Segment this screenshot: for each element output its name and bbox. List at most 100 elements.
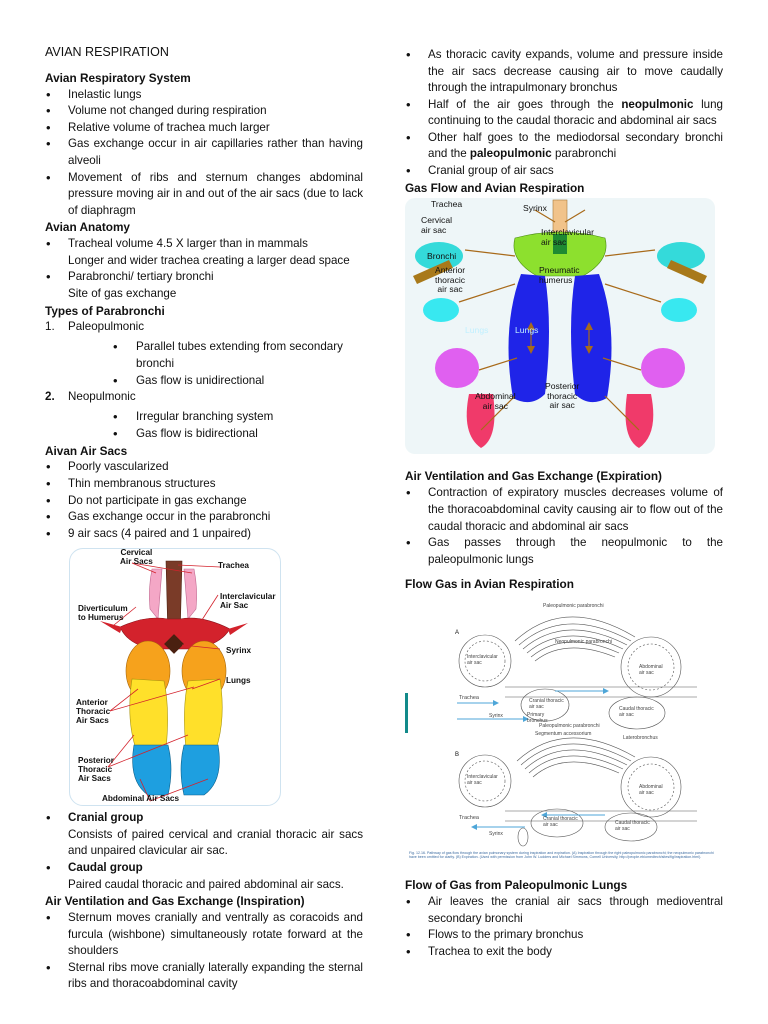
label-bronchi: Bronchi (427, 251, 457, 262)
paleopulmonic-flow-list: Air leaves the cranial air sacs through … (405, 893, 723, 961)
list-item: Cranial group Consists of paired cervica… (45, 809, 363, 860)
label-cranial-b: Cranial thoracic air sac (543, 816, 578, 828)
label-paleo-b: Paleopulmonic parabronchi (539, 723, 600, 730)
label-syrinx-a: Syrinx (489, 713, 503, 720)
item-label: Paleopulmonic (68, 320, 145, 334)
label-primary-a: Primary bronchus (527, 712, 548, 724)
left-column: AVIAN RESPIRATION Avian Respiratory Syst… (45, 44, 363, 993)
label-anterior: Anterior thoracic air sac (435, 265, 466, 294)
air-sac-groups-list: Cranial group Consists of paired cervica… (45, 809, 363, 893)
label-cervical: Cervical air sac (421, 215, 453, 235)
sub-list-item: Gas flow is bidirectional (68, 425, 363, 444)
group-label: Cranial group (68, 811, 144, 825)
list-item: Gas passes through the neopulmonic to th… (405, 534, 723, 568)
numbered-item: 1. Paleopulmonic Parallel tubes extendin… (45, 319, 363, 391)
section-heading-flow-gas: Flow Gas in Avian Respiration (405, 577, 574, 592)
item-number: 1. (45, 320, 55, 334)
flow-gas-illustration (405, 616, 697, 847)
inspiration-list: Sternum moves cranially and ventrally as… (45, 909, 363, 993)
list-item: Cranial group of air sacs (405, 162, 723, 180)
label-trachea: Trachea (218, 561, 249, 571)
list-item-text: Parabronchi/ tertiary bronchi (68, 270, 214, 284)
list-item: Do not participate in gas exchange (45, 492, 363, 510)
label-caudal-b: Caudal thoracic air sac (615, 820, 650, 832)
label-paleo-a: Paleopulmonic parabronchi (543, 603, 604, 610)
list-item: Parabronchi/ tertiary bronchi Site of ga… (45, 268, 363, 302)
item-label: Neopulmonic (68, 390, 136, 404)
label-trachea: Trachea (431, 199, 463, 210)
page-title: AVIAN RESPIRATION (45, 45, 169, 59)
label-syrinx-b: Syrinx (489, 831, 503, 838)
label-interclav-a: Interclavicular air sac (467, 654, 498, 666)
label-lungs: Lungs (226, 676, 251, 686)
label-pneumatic: Pneumatic humerus (539, 265, 580, 285)
label-interclavicular: Interclavicular air sac (541, 227, 595, 247)
list-item: Inelastic lungs (45, 86, 363, 104)
anatomy-list: Tracheal volume 4.5 X larger than in mam… (45, 235, 363, 302)
section-heading-inspiration: Air Ventilation and Gas Exchange (Inspir… (45, 894, 305, 909)
section-heading-paleopulmonic-flow: Flow of Gas from Paleopulmonic Lungs (405, 878, 628, 893)
flow-gas-diagram: A B Paleopulmonic parabronchi Neopulmoni… (405, 601, 723, 873)
list-item: Movement of ribs and sternum changes abd… (45, 169, 363, 220)
group-description: Paired caudal thoracic and paired abdomi… (68, 877, 344, 891)
list-item: Gas exchange occur in air capillaries ra… (45, 135, 363, 169)
section-heading-gas-flow: Gas Flow and Avian Respiration (405, 180, 585, 195)
label-abdominal: Abdominal Air Sacs (102, 794, 180, 804)
list-item: Other half goes to the mediodorsal secon… (405, 129, 723, 163)
text-fragment: Half of the air goes through the (428, 97, 622, 111)
list-item: Air leaves the cranial air sacs through … (405, 893, 723, 927)
section-heading-anatomy: Avian Anatomy (45, 220, 130, 235)
air-sacs-diagram: Cervical Air Sacs Trachea Diverticulum t… (69, 548, 281, 807)
sub-list-item: Gas flow is unidirectional (68, 372, 363, 391)
list-item-text: Tracheal volume 4.5 X larger than in mam… (68, 237, 308, 251)
label-cranial-a: Cranial thoracic air sac (529, 698, 564, 710)
list-item: Caudal group Paired caudal thoracic and … (45, 859, 363, 893)
label-cervical: Cervical Air Sacs (120, 548, 153, 566)
respiratory-system-list: Inelastic lungs Volume not changed durin… (45, 86, 363, 220)
parabronchi-list: 1. Paleopulmonic Parallel tubes extendin… (45, 319, 363, 444)
section-heading-respiratory-system: Avian Respiratory System (45, 70, 191, 85)
text-fragment: Other half goes to the mediodorsal secon… (428, 130, 723, 161)
inspiration-continued-list: As thoracic cavity expands, volume and p… (405, 46, 724, 180)
section-heading-expiration: Air Ventilation and Gas Exchange (Expira… (405, 469, 662, 484)
label-laterobronchus: Laterobronchus (623, 735, 658, 742)
list-item: Contraction of expiratory muscles decrea… (405, 484, 723, 535)
gas-flow-illustration (413, 200, 707, 449)
label-interclav-b: Interclavicular air sac (467, 774, 498, 786)
group-label: Caudal group (68, 861, 143, 875)
list-item: Trachea to exit the body (405, 943, 723, 961)
label-posterior: Posterior thoracic air sac (545, 381, 580, 410)
list-item-subtext: Longer and wider trachea creating a larg… (68, 253, 350, 267)
label-lungs-right: Lungs (515, 325, 539, 336)
text-fragment-bold: paleopulmonic (469, 147, 552, 161)
label-trachea-a: Trachea (459, 695, 479, 702)
figure-caption: Fig. 12.16. Pathway of gas flow through … (409, 851, 714, 860)
label-abdominal: Abdominal air sac (475, 391, 516, 411)
list-item: Gas exchange occur in the parabronchi (45, 508, 363, 526)
item-number: 2. (45, 390, 55, 404)
section-heading-parabronchi: Types of Parabronchi (45, 303, 165, 318)
label-interclavicular: Interclavicular Air Sac (220, 592, 276, 610)
label-trachea-b: Trachea (459, 815, 479, 822)
label-posterior-thoracic: Posterior Thoracic Air Sacs (78, 756, 114, 783)
sub-list: Parallel tubes extending from secondary … (68, 338, 363, 391)
text-fragment: lung continuing to the caudal thoracic a… (428, 97, 724, 128)
list-item: Sternum moves cranially and ventrally as… (45, 909, 363, 960)
label-lungs-left: Lungs (465, 325, 489, 336)
label-abdominal-b: Abdominal air sac (639, 784, 663, 796)
sub-list-item: Parallel tubes extending from secondary … (68, 338, 363, 373)
list-item: Volume not changed during respiration (45, 102, 363, 120)
group-description: Consists of paired cervical and cranial … (68, 827, 363, 858)
label-diverticulum: Diverticulum to Humerus (78, 604, 128, 622)
list-item: Half of the air goes through the neopulm… (405, 96, 724, 130)
list-item: Sternal ribs move cranially laterally ex… (45, 959, 363, 993)
label-syrinx: Syrinx (226, 646, 252, 656)
list-item: Flows to the primary bronchus (405, 926, 723, 944)
panel-b-label: B (455, 752, 460, 759)
list-item-subtext: Site of gas exchange (68, 286, 177, 300)
list-item: Thin membranous structures (45, 475, 363, 493)
expiration-list: Contraction of expiratory muscles decrea… (405, 484, 723, 568)
panel-a-label: A (455, 630, 460, 637)
text-fragment-bold: neopulmonic (621, 97, 694, 111)
list-item: Tracheal volume 4.5 X larger than in mam… (45, 235, 363, 269)
